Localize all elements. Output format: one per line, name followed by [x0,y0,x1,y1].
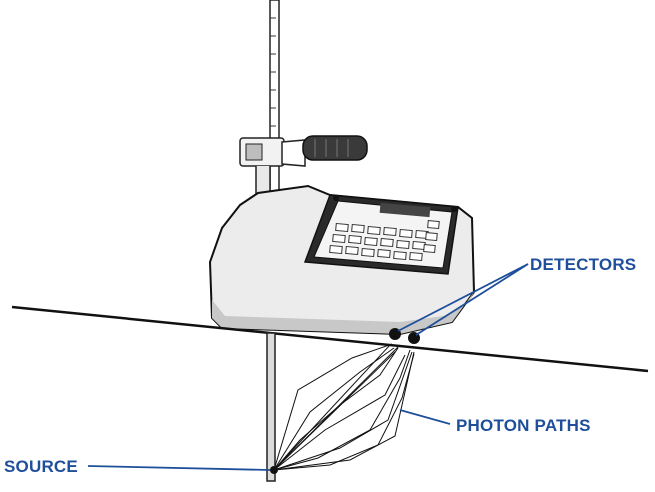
photon-paths [273,343,415,471]
source-label: SOURCE [4,457,78,476]
detectors-label: DETECTORS [530,255,636,274]
photon-paths-label: PHOTON PATHS [456,416,591,435]
source-point [270,466,278,474]
detectors-leader-1 [397,263,529,332]
rod-handle [239,135,368,210]
control-panel [303,194,459,275]
source-leader [87,465,271,471]
photon-paths-leader [399,409,451,425]
source-rod [266,332,276,482]
keypad-keys [329,220,440,262]
measuring-rod [269,0,280,211]
callout-lines [87,263,529,471]
detectors-leader-2 [415,263,529,336]
ground-surface-line [11,305,649,373]
